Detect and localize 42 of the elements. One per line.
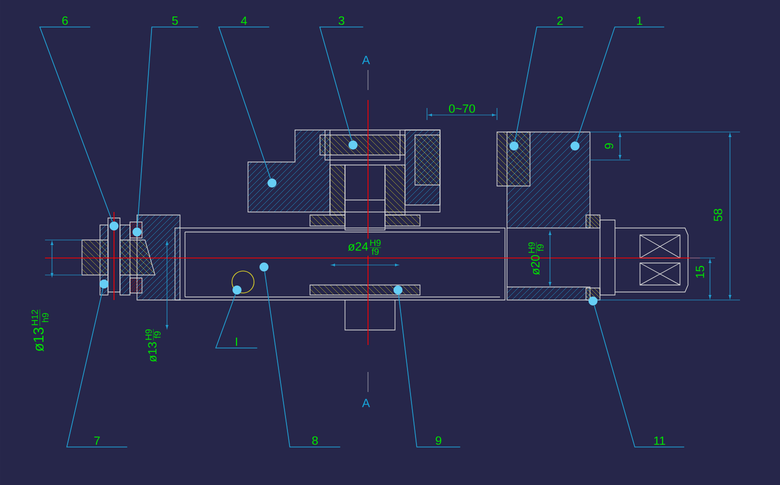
- callout-number: 11: [654, 436, 666, 445]
- part-marker-dot: [100, 280, 108, 288]
- leader-line: [264, 271, 341, 448]
- section-letter: A: [362, 398, 370, 408]
- leader-line: [398, 294, 461, 448]
- leader-line: [218, 26, 271, 179]
- section-letter: A: [362, 56, 370, 64]
- part-marker-dot: [132, 228, 142, 236]
- callout-number: 7: [94, 436, 100, 445]
- callout-number: 2: [557, 16, 563, 25]
- callout-number: 9: [436, 436, 442, 445]
- leader-line: [66, 288, 128, 448]
- part-marker-dot: [110, 222, 118, 230]
- dimension-text: ø13 H12 h9: [32, 309, 48, 352]
- dimension-text: 58: [714, 208, 722, 222]
- callout-number: 5: [172, 16, 178, 25]
- dimension-text: 15: [696, 266, 704, 278]
- dimension-text: 9: [604, 143, 614, 149]
- part-marker-dot: [510, 142, 518, 150]
- part-marker-dot: [268, 178, 276, 188]
- callout-number: I: [236, 338, 238, 346]
- part-marker-dot: [260, 262, 268, 272]
- callout-number: 4: [240, 16, 247, 25]
- leader-line: [319, 26, 364, 141]
- leader-line: [576, 26, 665, 142]
- callout-number: 1: [637, 16, 642, 25]
- callout-number: 3: [338, 16, 344, 25]
- leader-line: [136, 26, 199, 228]
- dimension-text: 0~70: [449, 104, 475, 113]
- leader-line: [39, 26, 113, 222]
- part-marker-dot: [588, 296, 598, 306]
- leader-line: [594, 305, 685, 448]
- leader-line: [215, 294, 258, 348]
- dimension-text: ø20 H9 f9: [528, 242, 544, 275]
- leader-line: [514, 26, 584, 142]
- callout-number: 8: [312, 436, 318, 445]
- part-marker-dot: [570, 142, 580, 150]
- part-marker-dot: [348, 140, 358, 150]
- dimension-text: ø13 H9 f9: [145, 328, 161, 362]
- part-marker-dot: [232, 286, 242, 294]
- callout-number: 6: [62, 16, 68, 25]
- part-marker-dot: [394, 286, 402, 294]
